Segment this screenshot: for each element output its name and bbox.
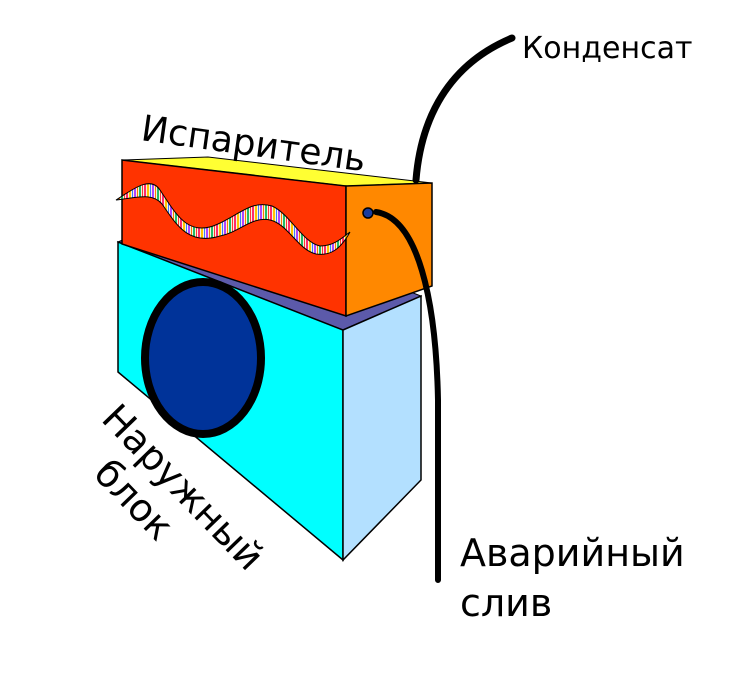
evaporator	[115, 156, 433, 318]
coil-wave-icon	[115, 183, 351, 255]
condensate-pipe	[412, 34, 516, 184]
outdoor-unit-side	[342, 294, 422, 562]
condensate-label: Конденсат	[522, 31, 692, 66]
emergency-drain-label-line1: Аварийный	[460, 531, 685, 575]
fan-circle-icon	[141, 278, 265, 438]
emergency-drain-pipe	[373, 209, 441, 583]
drain-port-icon	[362, 207, 374, 219]
emergency-drain-label-line2: слив	[460, 581, 552, 625]
